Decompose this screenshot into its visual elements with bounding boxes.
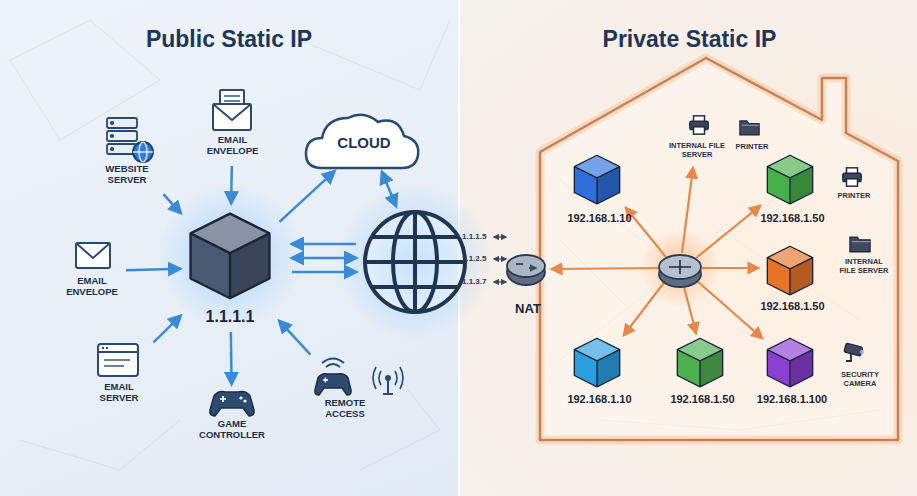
service-icon: EMAIL SERVER [86, 340, 152, 412]
node-label: SECURITY CAMERA [834, 371, 886, 388]
node-label: CLOUD [318, 134, 410, 151]
node-label: 192.168.1.50 [760, 212, 825, 225]
node-label: NAT [505, 302, 551, 317]
host-cube: 192.168.1.50 INTERNAL FILE SERVER [760, 240, 892, 318]
node-label: EMAIL ENVELOPE [60, 276, 124, 298]
public-ip-cube: 1.1.1.1 [182, 205, 278, 330]
ip-label: 1.1.3.7 [462, 277, 486, 286]
service-icon: EMAIL ENVELOPE [195, 92, 270, 164]
nat-router: NAT [505, 250, 551, 322]
ip-label: 1.1.1.5 [462, 232, 486, 241]
service-icon: REMOTE ACCESS [310, 356, 380, 428]
node-label: 192.168.1.10 [562, 393, 637, 406]
ip-label: 1.1.2.5 [462, 254, 486, 263]
host-cube: 192.168.1.50 [665, 335, 740, 413]
node-label: PRINTER [830, 192, 878, 201]
host-cube: 192.168.1.10 [562, 150, 637, 228]
node-label: 192.168.1.10 [562, 212, 637, 225]
panel-title: Private Static IP [460, 26, 917, 52]
node-label: 192.168.1.50 [665, 393, 740, 406]
host-cube: 192.168.1.50 PRINTER [760, 150, 878, 228]
node-label: INTERNAL FILE SERVER [662, 142, 732, 159]
network-panel: Private Static IPNAT192.168.1.10INTERNAL… [458, 0, 917, 496]
service-icon: EMAIL ENVELOPE [60, 236, 124, 306]
device-group: INTERNAL FILE SERVERPRINTER [662, 112, 772, 164]
cloud-node: CLOUD [318, 118, 410, 170]
service-icon: GAME CONTROLLER [188, 386, 276, 448]
node-label: 1.1.1.1 [182, 308, 278, 326]
node-label: REMOTE ACCESS [310, 398, 380, 420]
node-label: EMAIL SERVER [86, 382, 152, 404]
node-label: PRINTER [732, 143, 772, 152]
network-panel: Public Static IP WEBSITE SERVER EMAIL ENVE… [0, 0, 458, 496]
host-cube: 192.168.1.10 [562, 335, 637, 413]
panel-title: Public Static IP [0, 26, 458, 52]
node-label: GAME CONTROLLER [188, 419, 276, 441]
host-cube: 192.168.1.100 SECURITY CAMERA [754, 335, 886, 413]
node-label: INTERNAL FILE SERVER [836, 258, 892, 275]
service-icon: WEBSITE SERVER [92, 114, 162, 194]
node-label: 192.168.1.100 [754, 393, 830, 406]
node-label: EMAIL ENVELOPE [195, 135, 270, 157]
node-label: 192.168.1.50 [760, 300, 825, 313]
node-label: WEBSITE SERVER [92, 164, 162, 186]
